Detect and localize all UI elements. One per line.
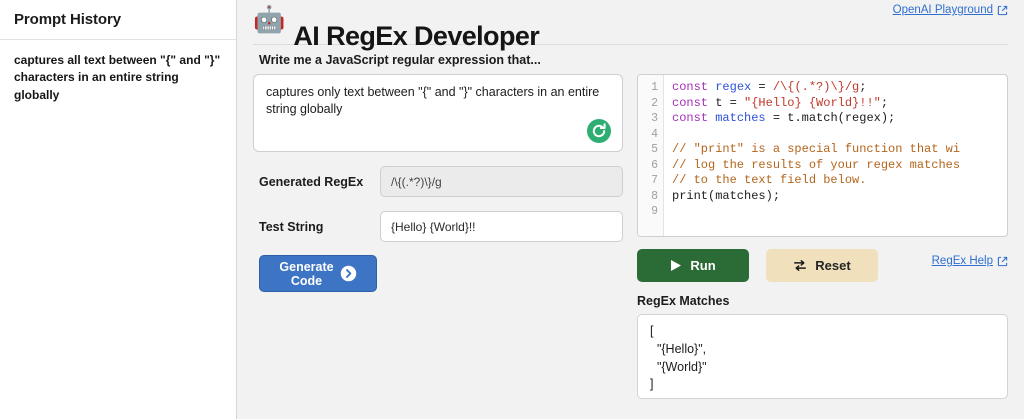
code-line-number: 1 [651, 81, 658, 94]
run-button[interactable]: Run [637, 249, 749, 282]
code-token: regex [715, 80, 752, 94]
swap-arrows-icon [794, 260, 807, 271]
code-line-number: 5 [651, 143, 658, 156]
list-item[interactable]: captures all text between "{" and "}" ch… [14, 53, 221, 102]
generated-regex-label: Generated RegEx [259, 174, 364, 189]
code-token: matches [715, 111, 766, 125]
code-token: = t.match(regex); [765, 111, 896, 125]
code-line: const regex = /\{(.*?)\}/g; [672, 80, 1007, 96]
reset-button-label: Reset [815, 258, 851, 273]
code-line-number: 6 [651, 158, 658, 172]
refresh-icon[interactable] [586, 118, 612, 144]
page-title: AI RegEx Developer [293, 21, 540, 52]
code-token: t [715, 95, 723, 110]
header-divider [253, 44, 1008, 45]
code-line [672, 127, 1007, 143]
test-string-label: Test String [259, 219, 324, 234]
generate-code-button[interactable]: Generate Code [259, 255, 377, 292]
code-line: // log the results of your regex matches [672, 158, 1007, 174]
generate-code-label-line2: Code [290, 273, 323, 288]
prompt-label: Write me a JavaScript regular expression… [259, 53, 541, 67]
play-icon [671, 260, 682, 271]
generated-regex-input[interactable]: /\{(.*?)\}/g [380, 166, 623, 197]
code-line: const t = "{Hello} {World}!!"; [672, 96, 1007, 112]
regex-matches-output[interactable]: [ "{Hello}", "{World}" ] [637, 314, 1008, 399]
code-line-number: 2 [651, 96, 658, 110]
generated-regex-row: Generated RegEx /\{(.*?)\}/g [253, 166, 623, 197]
reset-button[interactable]: Reset [766, 249, 878, 282]
chevron-right-circle-icon [340, 265, 356, 282]
code-token: ; [859, 80, 867, 94]
generate-code-label-line1: Generate [279, 259, 334, 274]
prompt-textarea[interactable]: captures only text between "{" and "}" c… [253, 74, 623, 152]
openai-playground-label: OpenAI Playground [892, 4, 993, 16]
code-line-number: 3 [651, 112, 658, 125]
code-token: // "print" is a special function that wi [672, 142, 961, 156]
page-header: 🤖 AI RegEx Developer OpenAI Playground [253, 0, 1008, 51]
code-token: const [672, 95, 716, 110]
code-token: // to the text field below. [672, 173, 867, 187]
external-link-icon [997, 256, 1008, 266]
action-row: Run Reset RegEx Help [637, 249, 1008, 282]
test-string-row: Test String {Hello} {World}!! [253, 211, 623, 242]
main-content: 🤖 AI RegEx Developer OpenAI Playground W… [237, 0, 1024, 419]
code-token: "{Hello} {World}!!" [744, 95, 881, 110]
sidebar-header: Prompt History [0, 0, 236, 40]
code-line: const matches = t.match(regex); [672, 111, 1007, 127]
code-token: ; [880, 95, 889, 110]
code-line: // "print" is a special function that wi [672, 142, 1007, 158]
code-content[interactable]: const regex = /\{(.*?)\}/g;const t = "{H… [664, 75, 1007, 236]
code-token: // log the results of your regex matches [672, 157, 961, 172]
code-gutter: 1 2 3 4 5 6 7 8 9 [638, 75, 664, 236]
prompt-textarea-value: captures only text between "{" and "}" c… [266, 85, 603, 116]
openai-playground-link[interactable]: OpenAI Playground [893, 4, 1008, 16]
code-line [672, 204, 1007, 220]
external-link-icon [997, 5, 1008, 15]
test-string-input[interactable]: {Hello} {World}!! [380, 211, 623, 242]
generate-code-label: Generate Code [279, 260, 333, 288]
code-token: /\{(.*?)\}/g [772, 80, 860, 94]
code-line: // to the text field below. [672, 173, 1007, 189]
code-line-number: 7 [651, 174, 658, 187]
sidebar: Prompt History captures all text between… [0, 0, 237, 419]
sidebar-title: Prompt History [14, 11, 121, 28]
code-token: = [722, 95, 745, 110]
code-line-number: 9 [651, 205, 658, 218]
left-column: captures only text between "{" and "}" c… [253, 74, 623, 399]
code-line-number: 4 [651, 127, 658, 141]
content-columns: captures only text between "{" and "}" c… [253, 74, 1008, 399]
code-token: const [672, 111, 716, 125]
code-token: const [672, 80, 716, 94]
code-line: print(matches); [672, 189, 1007, 205]
code-token: = [751, 80, 773, 94]
regex-help-link[interactable]: RegEx Help [932, 255, 1008, 267]
code-token: print(matches); [672, 188, 781, 203]
prompt-history-list: captures all text between "{" and "}" ch… [0, 40, 236, 104]
robot-icon: 🤖 [253, 4, 286, 34]
run-button-label: Run [690, 258, 716, 273]
regex-help-label: RegEx Help [931, 255, 993, 267]
regex-matches-label: RegEx Matches [637, 294, 730, 308]
code-line-number: 8 [651, 189, 658, 203]
